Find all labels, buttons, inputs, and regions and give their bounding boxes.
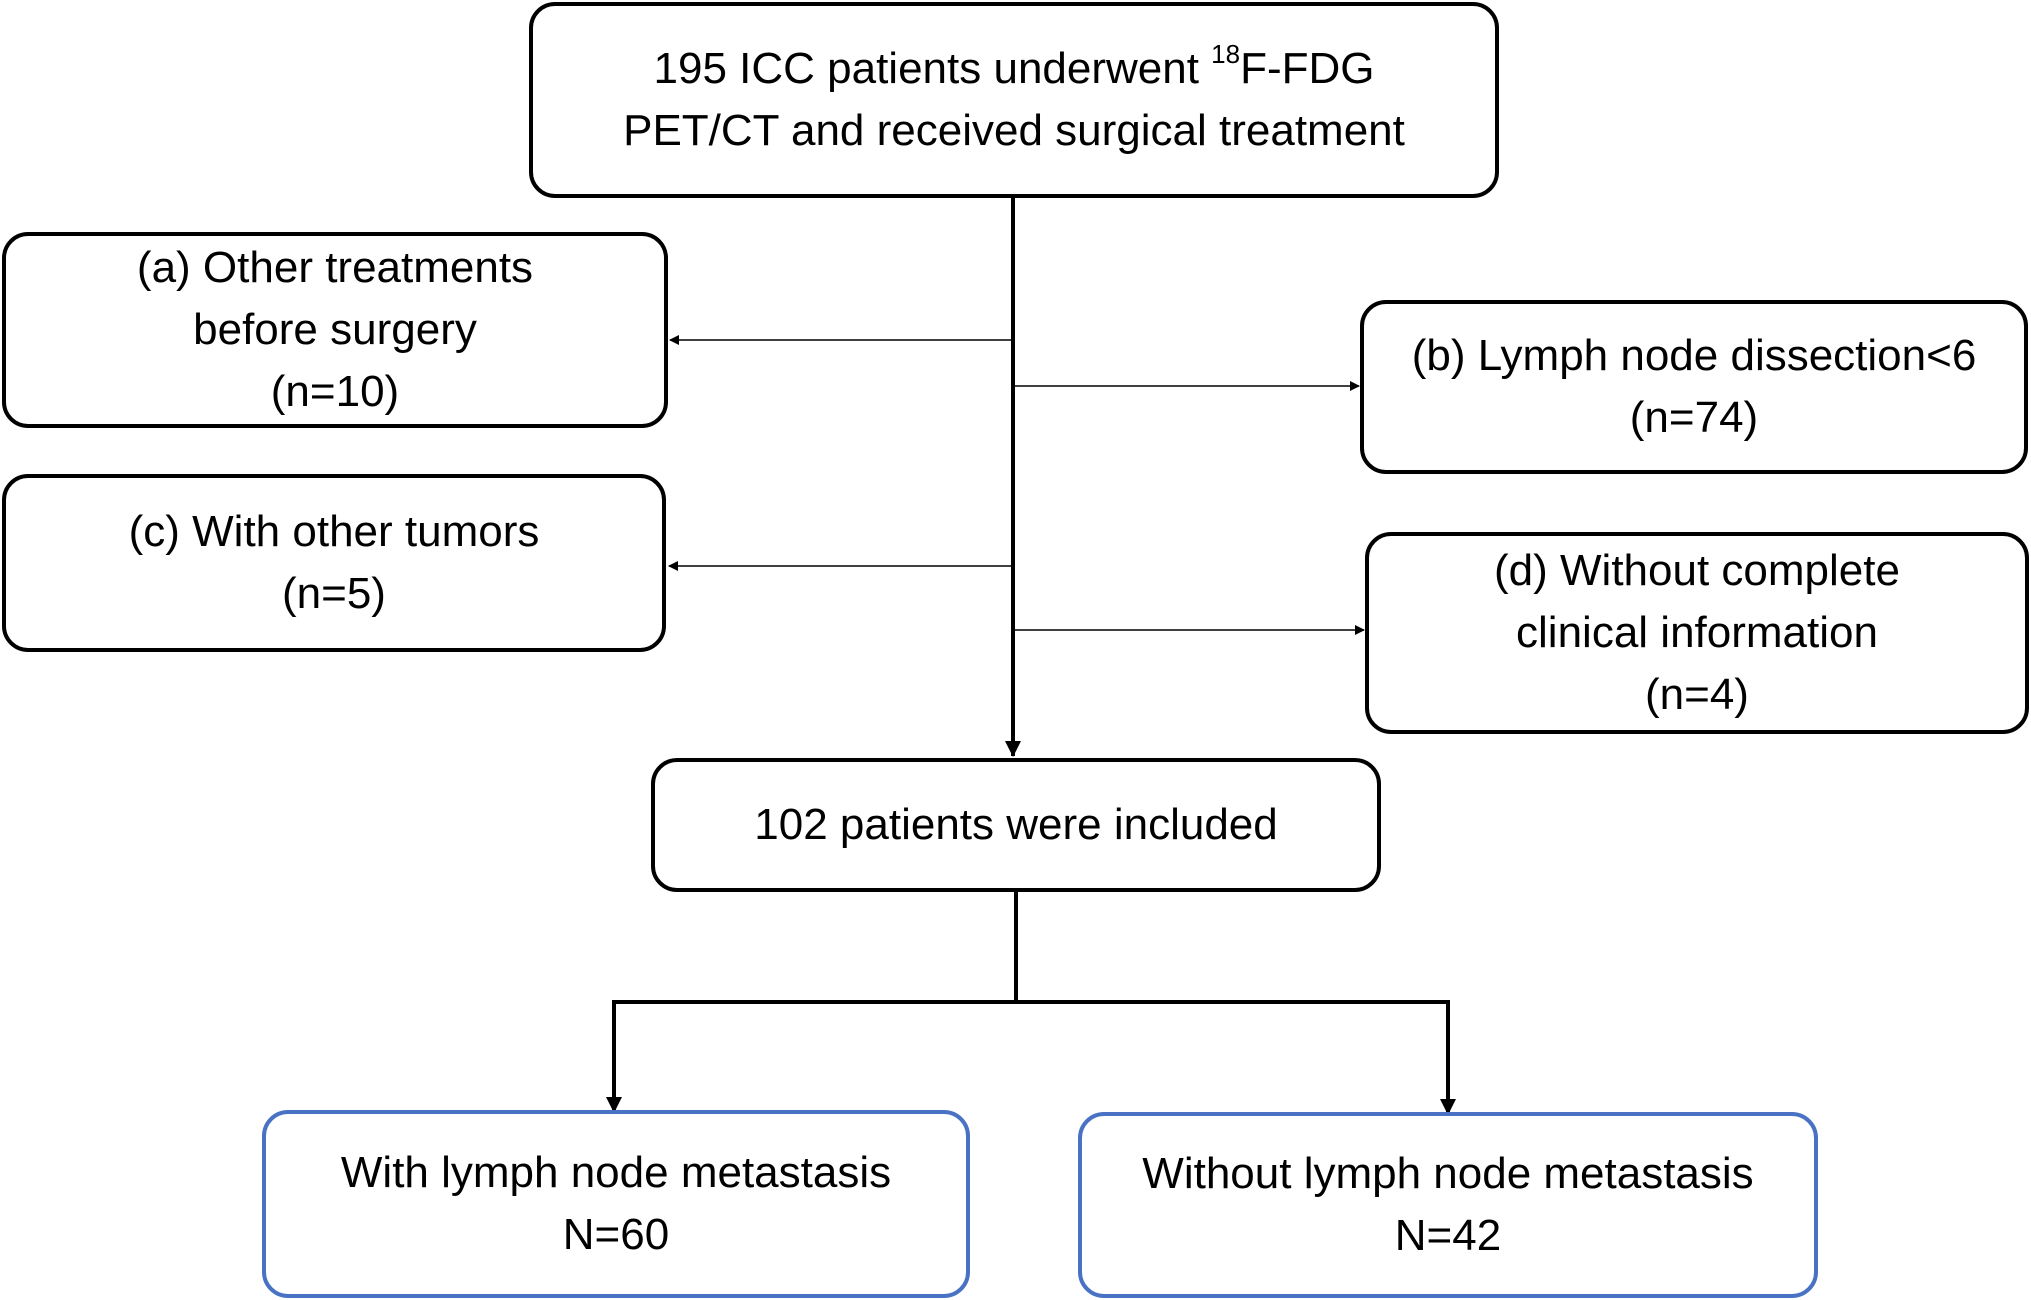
exclusion-d-count: (n=4) bbox=[1645, 670, 1749, 719]
group-box-without-metastasis: Without lymph node metastasis N=42 bbox=[1078, 1112, 1818, 1298]
exclusion-box-a: (a) Other treatments before surgery (n=1… bbox=[2, 232, 668, 428]
start-line-2: PET/CT and received surgical treatment bbox=[623, 106, 1405, 155]
group-count: N=42 bbox=[1394, 1211, 1502, 1260]
exclusion-a-count: (n=10) bbox=[270, 367, 400, 416]
included-box: 102 patients were included bbox=[651, 758, 1381, 892]
exclusion-a-line: (a) Other treatments bbox=[136, 243, 534, 292]
start-box: 195 ICC patients underwent 18F-FDG PET/C… bbox=[529, 2, 1499, 198]
group-count: N=60 bbox=[562, 1210, 670, 1259]
exclusion-c-line: (c) With other tumors bbox=[128, 507, 540, 556]
exclusion-d-line: clinical information bbox=[1516, 608, 1878, 657]
exclusion-d-line: (d) Without complete bbox=[1494, 546, 1900, 595]
exclusion-a-line: before surgery bbox=[193, 305, 477, 354]
included-label: 102 patients were included bbox=[754, 800, 1278, 849]
group-label: With lymph node metastasis bbox=[340, 1148, 892, 1197]
exclusion-box-c: (c) With other tumors (n=5) bbox=[2, 474, 666, 652]
group-box-with-metastasis: With lymph node metastasis N=60 bbox=[262, 1110, 970, 1298]
isotope-superscript: 18 bbox=[1211, 39, 1241, 69]
exclusion-box-d: (d) Without complete clinical informatio… bbox=[1365, 532, 2029, 734]
exclusion-box-b: (b) Lymph node dissection<6 (n=74) bbox=[1360, 300, 2028, 474]
exclusion-c-count: (n=5) bbox=[282, 569, 386, 618]
exclusion-b-line: (b) Lymph node dissection<6 bbox=[1411, 331, 1977, 380]
start-line-1: 195 ICC patients underwent 18F-FDG bbox=[653, 39, 1375, 93]
group-label: Without lymph node metastasis bbox=[1142, 1149, 1754, 1198]
exclusion-b-count: (n=74) bbox=[1629, 393, 1759, 442]
